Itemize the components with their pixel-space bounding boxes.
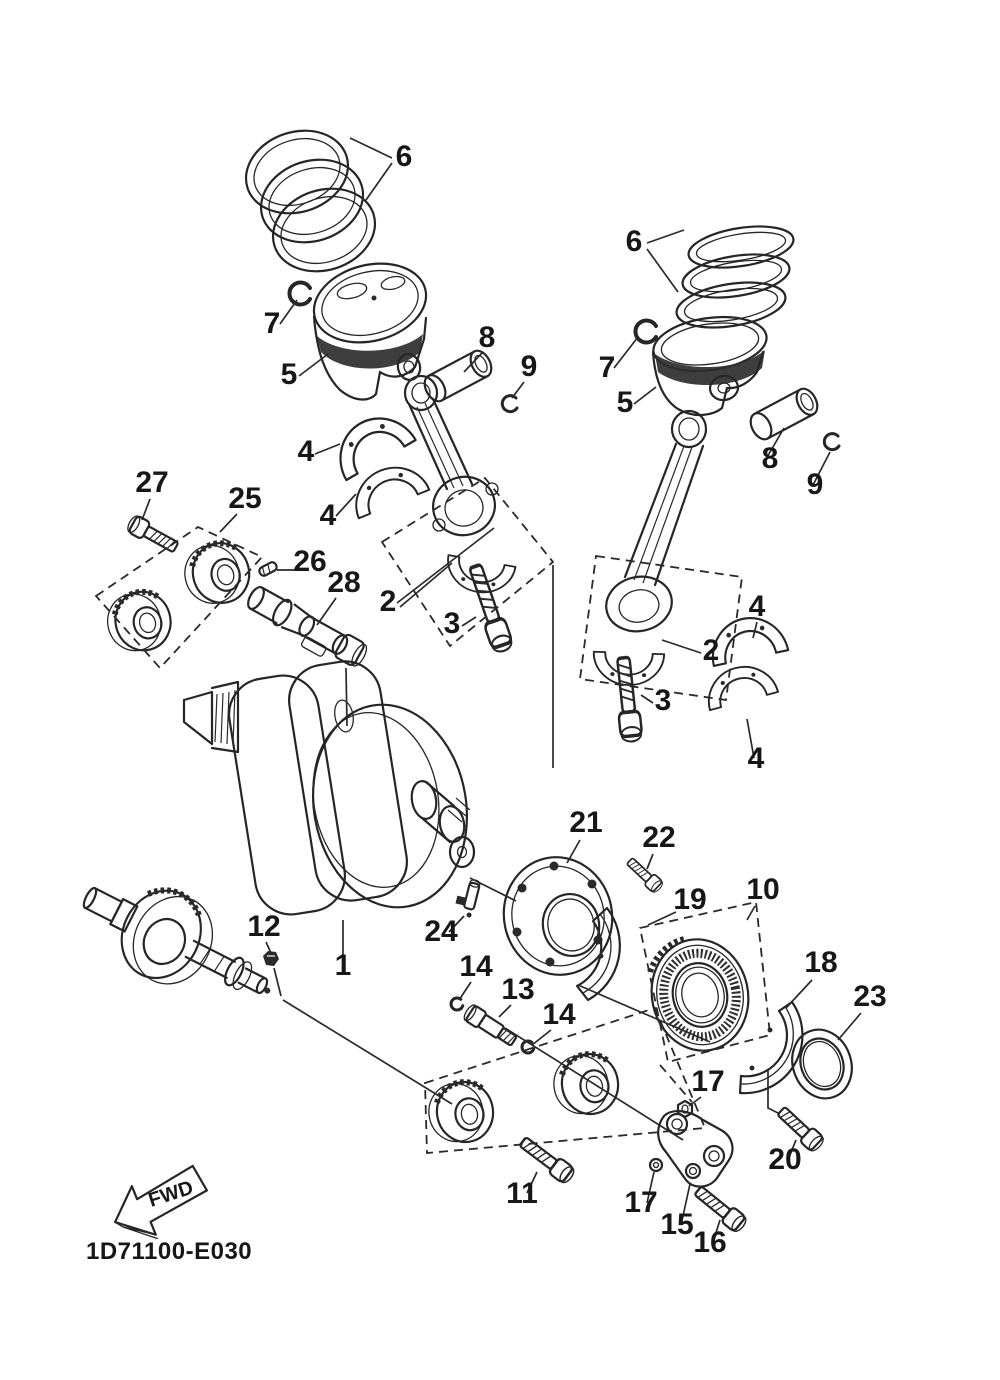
- bracket-nut-a: [676, 1099, 694, 1119]
- callout-3-right: 3: [655, 684, 672, 717]
- balancer-shaft: [82, 886, 271, 995]
- piston-pin-left: [423, 349, 493, 403]
- callout-9-left: 9: [521, 350, 538, 383]
- callout-labels: 6 7 5 8 9 6 7 5 8 9 4 4 2 3 2 3 4 4 27 2…: [135, 140, 886, 1259]
- callout-8-left: 8: [479, 321, 496, 354]
- callout-12: 12: [247, 910, 280, 943]
- callout-11: 11: [506, 1177, 538, 1210]
- callout-19: 19: [673, 883, 706, 916]
- callout-2-left: 2: [380, 585, 397, 618]
- balancer-nut-12: [263, 951, 279, 966]
- callout-4-lb: 4: [320, 499, 337, 532]
- callout-28: 28: [327, 566, 360, 599]
- rod-bolt-right: [610, 655, 645, 745]
- retainer-bolt-22: [623, 854, 666, 896]
- callout-14-b: 14: [542, 998, 576, 1031]
- callout-10: 10: [746, 873, 779, 906]
- dowel-clip-b: [520, 1039, 536, 1055]
- pin-clip-right-b: [822, 432, 841, 452]
- callout-1: 1: [335, 949, 352, 982]
- callout-5-left: 5: [281, 358, 298, 391]
- pin-clip-left-b: [500, 394, 519, 414]
- assembly-lines: [282, 565, 781, 1141]
- group-connector-dash: [659, 1064, 693, 1103]
- callout-8-right: 8: [762, 442, 779, 475]
- callout-26: 26: [293, 545, 326, 578]
- piston-ring-set-left: [244, 129, 377, 273]
- callout-6-right: 6: [626, 225, 643, 258]
- bracket-nut-b: [648, 1157, 664, 1173]
- callout-17-a: 17: [691, 1065, 724, 1098]
- gear-bolt-27: [124, 512, 182, 557]
- callout-16: 16: [693, 1226, 726, 1259]
- callout-23: 23: [853, 980, 886, 1013]
- callout-7-right: 7: [599, 351, 616, 384]
- balancer-gear-b: [101, 585, 177, 658]
- lower-gear-b: [549, 1050, 622, 1120]
- callout-7-left: 7: [264, 307, 281, 340]
- dowel-pin-13: [463, 1004, 518, 1047]
- group-box-gears-25: [94, 525, 264, 670]
- callout-5-right: 5: [617, 386, 634, 419]
- callout-9-right: 9: [807, 468, 824, 501]
- piston-right: [651, 315, 768, 417]
- bearing-housing-lower-18: [738, 1000, 804, 1095]
- callout-24: 24: [424, 915, 458, 948]
- callout-3-left: 3: [444, 607, 461, 640]
- callout-leaders: [141, 137, 862, 1243]
- callout-27: 27: [135, 466, 168, 499]
- stopper-bracket-15: [657, 1110, 734, 1188]
- dowel-clip-a: [449, 996, 465, 1012]
- lower-gear-a: [424, 1078, 497, 1148]
- callout-4-rt: 4: [749, 590, 766, 623]
- crankshaft: [182, 660, 476, 916]
- callout-14-a: 14: [459, 950, 493, 983]
- callout-4-rb: 4: [748, 742, 765, 775]
- fwd-arrow-label: FWD: [146, 1177, 196, 1212]
- callout-13: 13: [501, 973, 534, 1006]
- oil-seal-23: [791, 1028, 853, 1100]
- callout-6-left: 6: [396, 140, 413, 173]
- bearing-retainer-plate: [502, 856, 614, 976]
- callout-25: 25: [228, 482, 261, 515]
- drawing-code: 1D71100-E030: [86, 1238, 252, 1265]
- piston-pin-right: [749, 387, 819, 441]
- connecting-rod-left: [403, 374, 499, 537]
- woodruff-key-26: [258, 561, 278, 577]
- connecting-rod-right: [605, 409, 708, 633]
- callout-17-b: 17: [624, 1186, 657, 1219]
- callout-18: 18: [804, 946, 837, 979]
- piston-left: [312, 262, 428, 401]
- callout-22: 22: [642, 821, 675, 854]
- bearing-housing-upper-19: [575, 906, 621, 1002]
- callout-21: 21: [569, 806, 602, 839]
- main-bearing-assembly: [647, 935, 750, 1052]
- rod-bearing-left-lower: [344, 455, 431, 520]
- callout-2-right: 2: [703, 634, 720, 667]
- group-box-rod-right: [578, 554, 744, 702]
- crank-key-24: [455, 879, 481, 918]
- pin-clip-left-a: [287, 280, 312, 307]
- callout-4-lt: 4: [298, 435, 315, 468]
- callout-15: 15: [660, 1208, 693, 1241]
- rod-bolt-left: [463, 561, 517, 657]
- piston-ring-set-right: [675, 225, 795, 329]
- group-box-bearing-10: [638, 900, 771, 1064]
- pin-clip-right-a: [633, 318, 658, 345]
- group-box-rod-left: [380, 476, 555, 648]
- callout-20: 20: [768, 1143, 801, 1176]
